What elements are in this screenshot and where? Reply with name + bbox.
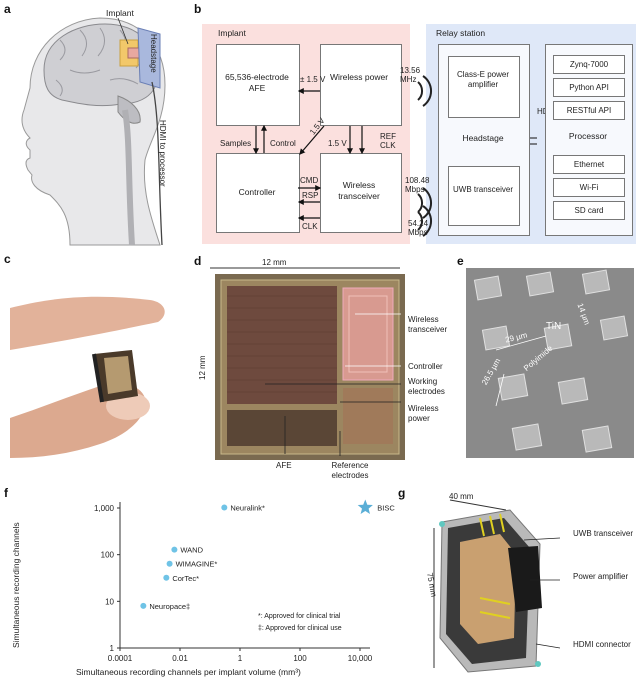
x-tick-label: 0.01 <box>172 654 188 663</box>
dim-40mm-label: 40 mm <box>449 492 474 501</box>
class-e-amp-label: Class-E power amplifier <box>456 70 509 89</box>
control-label: Control <box>270 139 296 148</box>
processor-title: Processor <box>568 131 608 141</box>
point-wand <box>171 546 178 553</box>
x-tick-label: 0.0001 <box>108 654 133 663</box>
wireless-transceiver-label: Wireless transceiver <box>338 180 380 201</box>
chart-legend-use: ‡: Approved for clinical use <box>258 625 342 632</box>
python-api-item: Python API <box>553 78 625 97</box>
voltage-pm15-label: ± 1.5 V <box>300 75 326 84</box>
freq-10848-label: 108.48 Mbps <box>405 176 430 194</box>
point-label-wimagine: WIMAGINE* <box>176 560 218 569</box>
freq-5424-label: 54.24 Mbps <box>408 219 429 237</box>
chip-wireless-power-label: Wireless power <box>408 404 439 423</box>
chip-micrograph <box>210 267 405 460</box>
samples-label: Samples <box>220 139 252 148</box>
chip-width-label: 12 mm <box>262 258 287 267</box>
tin-label: TiN <box>546 321 562 332</box>
chip-controller-label: Controller <box>408 362 443 371</box>
point-label-neuralink: Neuralink* <box>230 504 265 513</box>
panel-label-d: d <box>194 254 202 268</box>
controller-label: Controller <box>238 187 276 197</box>
chip-wireless-transceiver-label: Wireless transceiver <box>408 315 448 334</box>
relay-station-title: Relay station <box>436 28 486 38</box>
headstage-render <box>433 499 560 673</box>
point-wimagine <box>166 560 173 567</box>
hdmi-connector-callout: HDMI connector <box>573 640 631 649</box>
chip-reference-electrodes-label: Reference electrodes <box>331 461 369 480</box>
clk-label: CLK <box>302 222 318 231</box>
block-diagram-arrows <box>253 75 537 237</box>
point-neuralink <box>221 504 228 511</box>
chart-x-axis-label: Simultaneous recording channels per impl… <box>76 667 301 677</box>
y-tick-label: 10 <box>105 597 114 606</box>
restful-api-item: RESTful API <box>553 101 625 120</box>
chart-points: Neuralink* BISC WAND WIMAGINE* CorTec* Neurop… <box>140 499 395 611</box>
headstage-label: Headstage <box>149 34 158 73</box>
class-e-amp-block <box>448 56 520 118</box>
point-label-cortec: CorTec* <box>172 574 199 583</box>
x-tick-label: 100 <box>293 654 307 663</box>
rsp-label: RSP <box>302 191 319 200</box>
chart-legend-trial: *: Approved for clinical trial <box>258 613 341 620</box>
panel-label-c: c <box>4 252 11 266</box>
chart-ticks: 0.0001 0.01 1 100 10,000 1 10 100 1,000 <box>94 504 373 663</box>
point-label-wand: WAND <box>180 546 203 555</box>
implant-label: Implant <box>106 8 134 18</box>
uwb-block <box>448 166 520 226</box>
uwb-transceiver-callout: UWB transceiver <box>573 529 634 538</box>
chip-in-fingers-photo <box>10 268 190 463</box>
afe-label: 65,536-electrode AFE <box>225 72 289 93</box>
head-illustration <box>21 17 166 246</box>
ethernet-item: Ethernet <box>553 155 625 174</box>
point-neuropace <box>140 602 147 609</box>
chart-axes <box>119 502 370 649</box>
point-label-neuropace: Neuropace‡ <box>149 602 190 611</box>
wireless-power-block <box>320 44 402 126</box>
x-tick-label: 10,000 <box>348 654 373 663</box>
panel-label-f: f <box>4 486 8 500</box>
afe-block <box>216 44 300 126</box>
wifi-item: Wi-Fi <box>553 178 625 197</box>
chip-afe-label: AFE <box>276 461 292 470</box>
panel-label-a: a <box>4 2 11 16</box>
wireless-transceiver-block <box>320 153 402 233</box>
wireless-power-label: Wireless power <box>329 72 389 82</box>
point-cortec <box>163 574 170 581</box>
power-amplifier-callout: Power amplifier <box>573 572 629 581</box>
uwb-label: UWB transceiver <box>452 185 513 194</box>
cmd-label: CMD <box>300 176 319 185</box>
sem-image <box>466 268 634 458</box>
point-label-bisc: BISC <box>377 504 395 513</box>
headstage-title: Headstage <box>462 133 504 143</box>
zynq-item: Zynq-7000 <box>553 55 625 74</box>
panel-label-g: g <box>398 486 406 500</box>
hdmi-to-processor-label: HDMI to processor <box>158 120 167 187</box>
point-bisc <box>357 499 373 514</box>
x-tick-label: 1 <box>238 654 243 663</box>
chip-working-electrodes-label: Working electrodes <box>408 377 445 396</box>
y-tick-label: 100 <box>101 551 115 560</box>
y-tick-label: 1 <box>110 644 115 653</box>
ref-clk-label: REF CLK <box>380 132 396 150</box>
panel-label-b: b <box>194 2 202 16</box>
sdcard-item: SD card <box>553 201 625 220</box>
scatter-chart: 0.0001 0.01 1 100 10,000 1 10 100 1,000 Neuralin… <box>94 499 395 663</box>
freq-1356-label: 13.56 MHz <box>400 66 421 84</box>
chart-y-axis-label: Simultaneous recording channels <box>11 522 21 648</box>
y-tick-label: 1,000 <box>94 504 115 513</box>
panel-label-e: e <box>457 254 464 268</box>
implant-title: Implant <box>218 28 246 38</box>
voltage-15-label: 1.5 V <box>328 139 347 148</box>
